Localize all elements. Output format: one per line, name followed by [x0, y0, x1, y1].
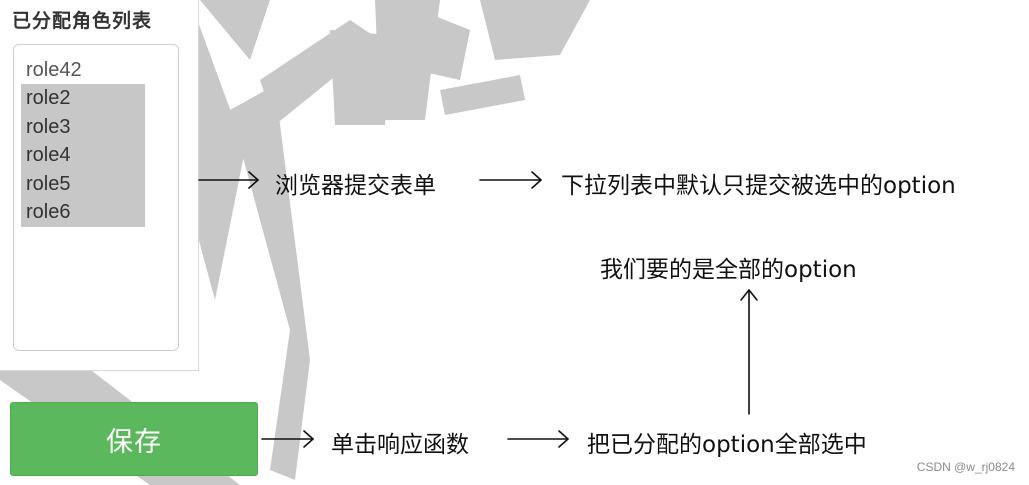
list-option-role6[interactable]: role6: [21, 198, 145, 227]
save-button[interactable]: 保存: [10, 402, 258, 476]
arrow-up-to-goal: [740, 289, 758, 415]
assigned-roles-panel: 已分配角色列表 role42 role2 role3 role4 role5 r…: [0, 0, 199, 371]
list-option-role2[interactable]: role2: [21, 84, 145, 113]
list-option-role3[interactable]: role3: [21, 112, 145, 141]
list-option-role5[interactable]: role5: [21, 169, 145, 198]
arrow-panel-to-browser: [198, 171, 259, 189]
list-option-role4[interactable]: role4: [21, 141, 145, 170]
goal-all-options: 我们要的是全部的option: [600, 257, 857, 283]
arrow-browser-to-select: [479, 171, 542, 189]
step-click-handler: 单击响应函数: [331, 432, 469, 458]
step-select-default-submit: 下拉列表中默认只提交被选中的option: [561, 173, 956, 199]
list-option-role42[interactable]: role42: [26, 59, 82, 81]
step-browser-submit: 浏览器提交表单: [275, 173, 436, 199]
arrow-button-to-handler: [261, 430, 314, 448]
csdn-credit: CSDN @w_rj0824: [916, 460, 1015, 474]
step-select-all-assigned: 把已分配的option全部选中: [587, 432, 867, 458]
arrow-handler-to-select-all: [507, 430, 569, 448]
panel-title: 已分配角色列表: [12, 10, 153, 32]
